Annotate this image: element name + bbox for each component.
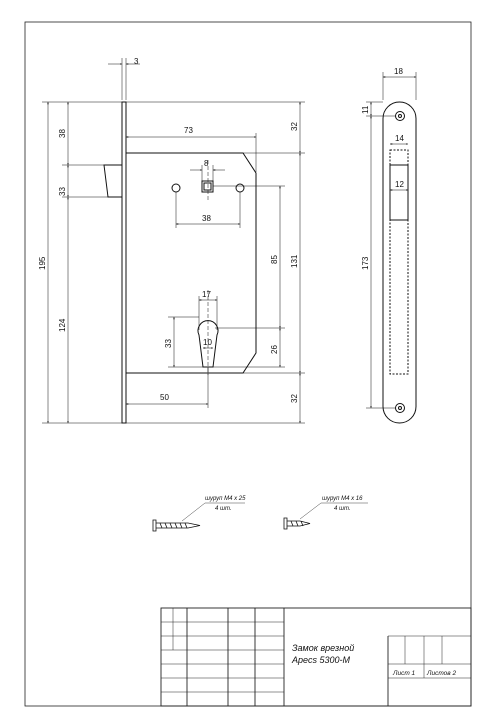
dim-38-left: 38 <box>58 129 67 138</box>
latch-bolt <box>103 164 122 198</box>
dim-85: 85 <box>270 255 279 264</box>
dim-195: 195 <box>38 256 47 270</box>
dim-12: 12 <box>395 180 404 189</box>
faceplate-screw-bottom <box>395 403 405 413</box>
dim-32-top: 32 <box>290 122 299 131</box>
screw-m4x16 <box>283 502 368 530</box>
faceplate-screw-top <box>395 111 405 121</box>
title-block <box>160 607 472 707</box>
sheets-total: Листов 2 <box>426 670 456 677</box>
dim-173: 173 <box>361 256 370 270</box>
dim-3: 3 <box>134 57 139 66</box>
spindle-square <box>201 180 214 193</box>
lock-front-view <box>103 101 257 424</box>
dim-17: 17 <box>202 290 211 299</box>
faceplate-view <box>382 101 417 424</box>
dim-124: 124 <box>58 318 67 332</box>
dim-10: 10 <box>203 338 212 347</box>
dim-33-cylinder: 33 <box>164 339 173 348</box>
dim-8: 8 <box>204 159 209 168</box>
screw-2-qty: 4 шт. <box>334 506 351 512</box>
screw-1-title: шуруп М4 х 25 <box>205 496 246 502</box>
dim-18: 18 <box>394 67 403 76</box>
latch-slot <box>389 149 409 375</box>
mount-hole-right <box>235 183 245 193</box>
faceplate-outline <box>382 101 417 424</box>
screw-m4x25 <box>152 502 245 532</box>
product-name-line1: Замок врезной <box>292 643 354 653</box>
product-name-line2: Apecs 5300-M <box>291 655 351 665</box>
dim-14: 14 <box>395 134 404 143</box>
mount-hole-left <box>171 183 181 193</box>
drawing-frame <box>24 21 472 707</box>
dim-131: 131 <box>290 254 299 268</box>
dim-73: 73 <box>184 126 193 135</box>
dim-50: 50 <box>160 393 169 402</box>
screw-2-title: шуруп М4 х 16 <box>322 496 363 502</box>
dim-11: 11 <box>361 105 370 114</box>
latch-window <box>389 164 409 221</box>
euro-cylinder-cutout <box>197 320 219 368</box>
dim-38-bottom: 38 <box>202 214 211 223</box>
faceplate-strip <box>121 101 127 424</box>
screw-1-qty: 4 шт. <box>215 506 232 512</box>
sheet-number: Лист 1 <box>392 670 416 677</box>
lock-body-outline <box>126 152 257 374</box>
dim-26: 26 <box>270 345 279 354</box>
dim-33-left: 33 <box>58 187 67 196</box>
dim-32-bottom: 32 <box>290 394 299 403</box>
